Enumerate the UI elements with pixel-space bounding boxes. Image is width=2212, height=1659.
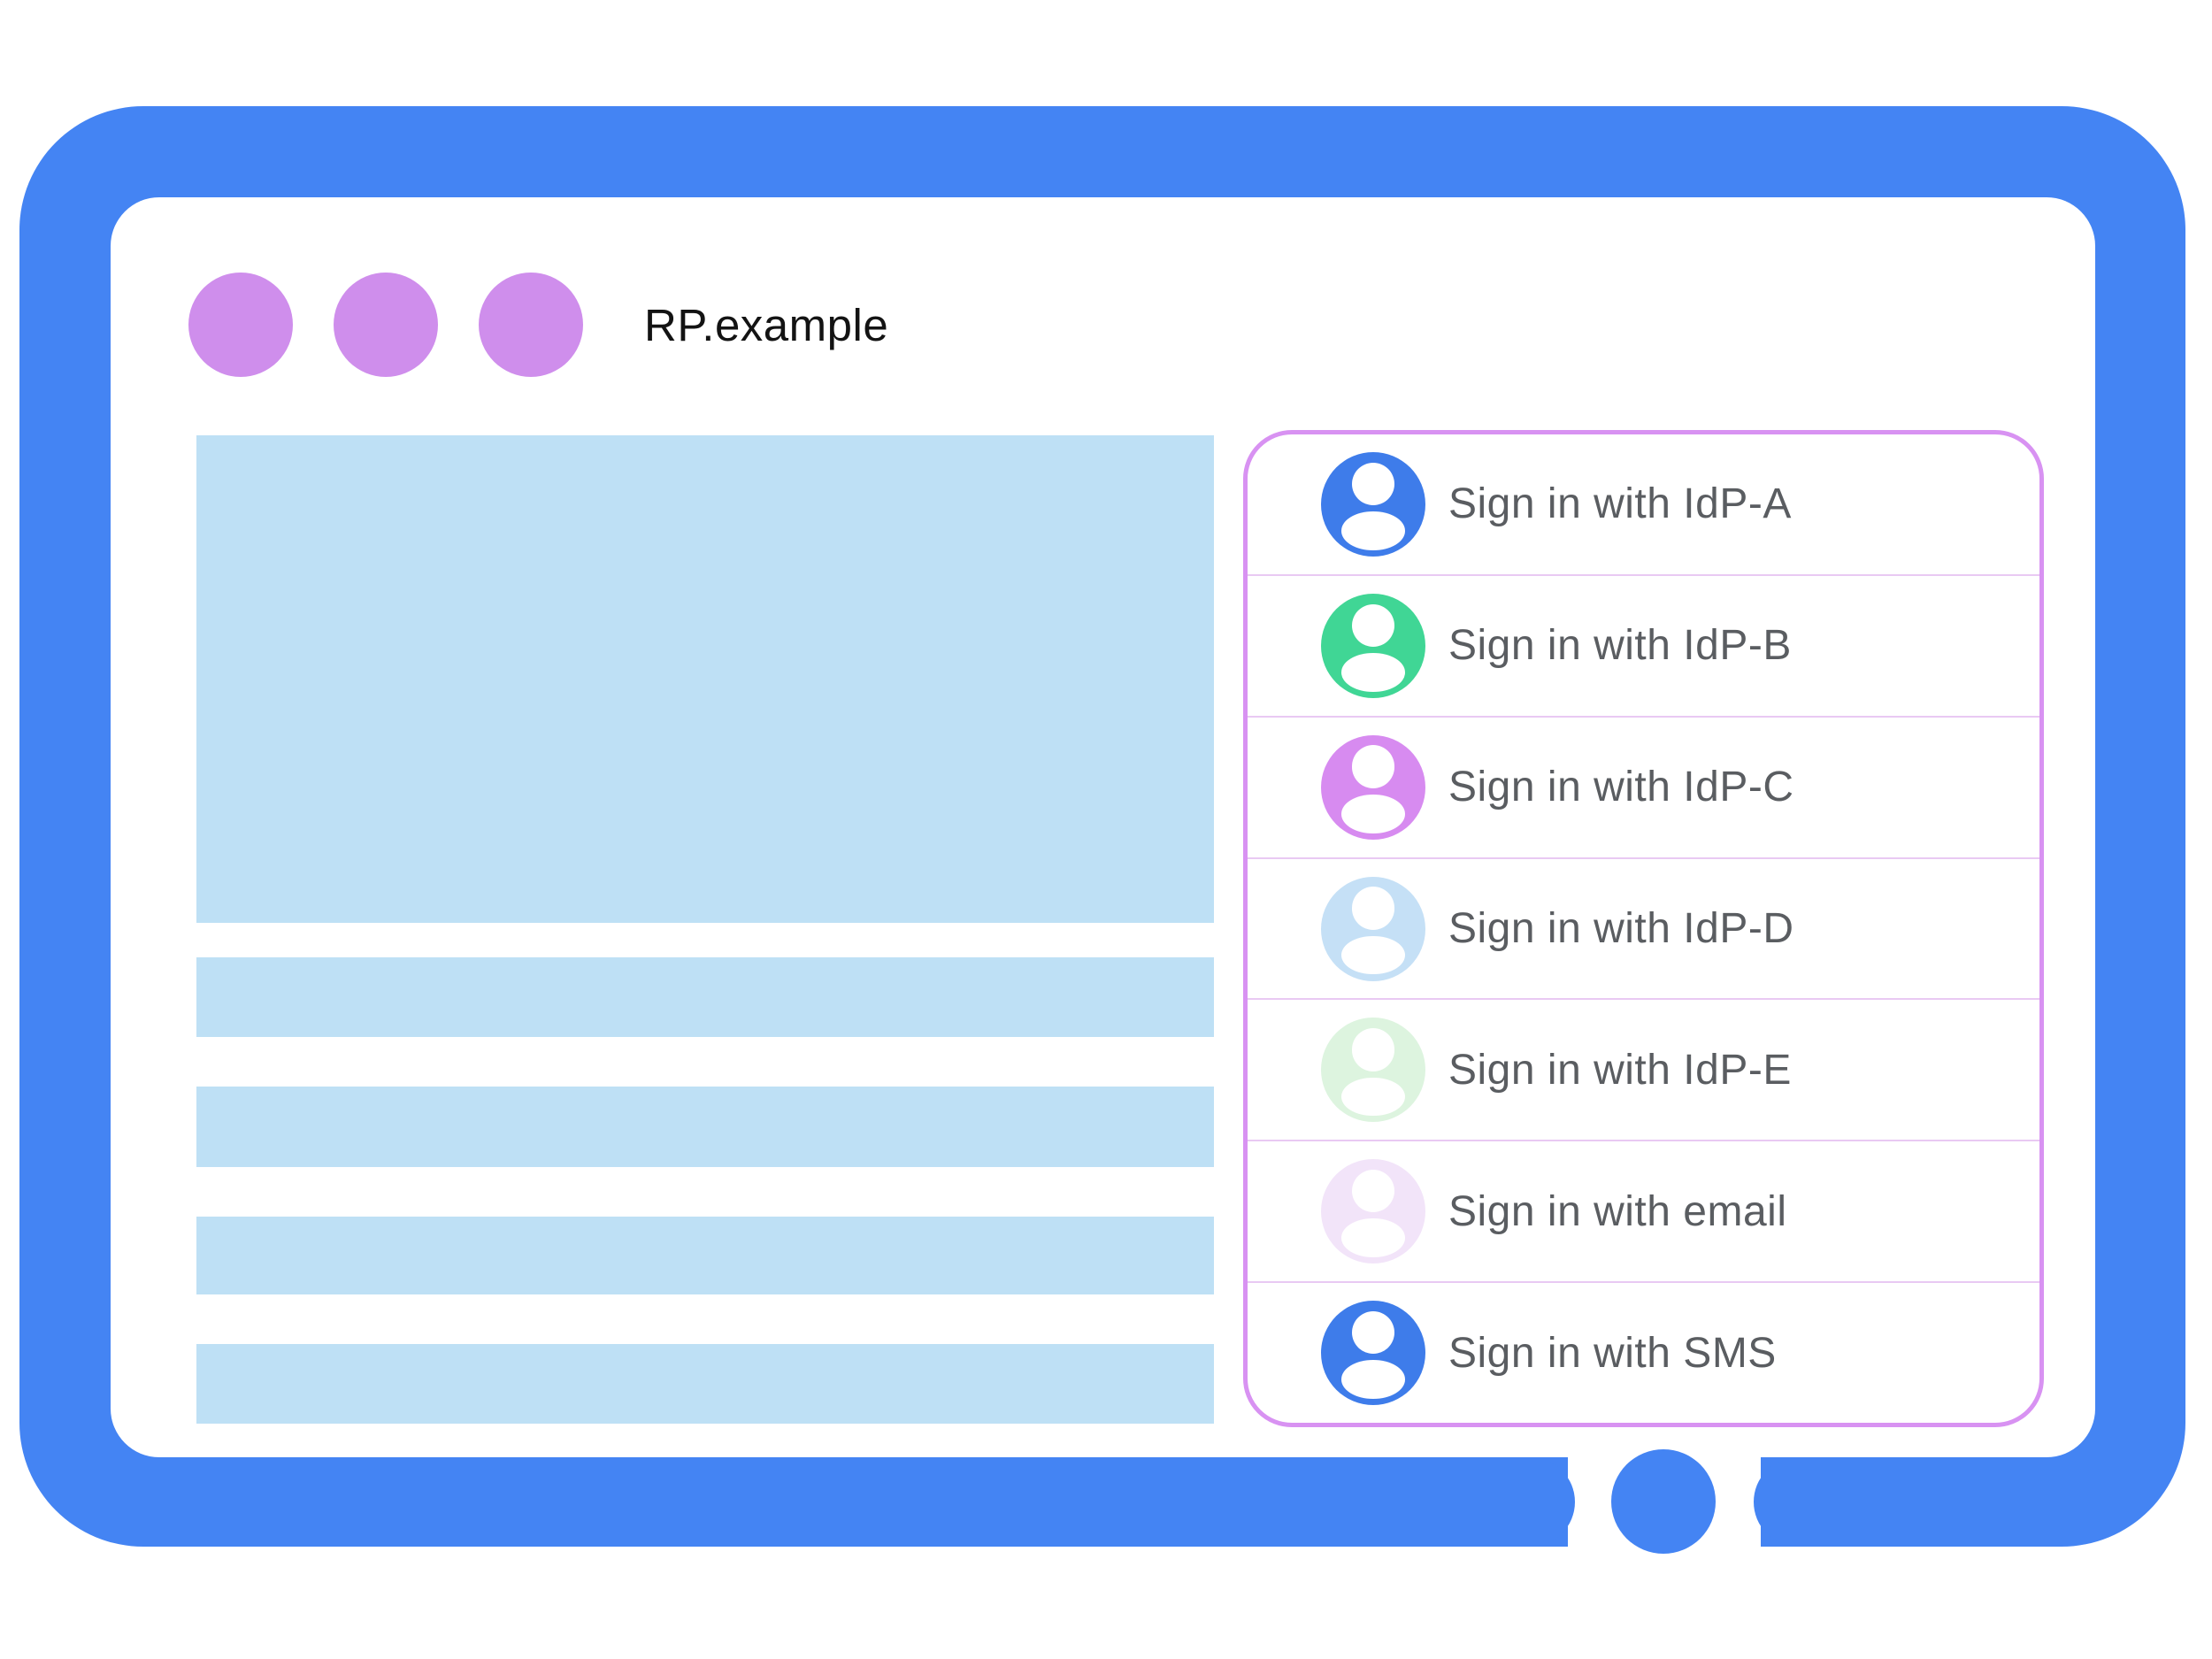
user-avatar-icon xyxy=(1321,734,1425,840)
content-placeholder-hero xyxy=(196,435,1214,923)
signin-option-label: Sign in with email xyxy=(1448,1187,1787,1235)
avatar-torso xyxy=(1341,1218,1405,1258)
bezel-left-segment-end xyxy=(1495,1457,1575,1547)
signin-option-label: Sign in with SMS xyxy=(1448,1329,1777,1377)
avatar-head xyxy=(1351,1310,1395,1355)
page-title: RP.example xyxy=(644,299,889,350)
window-control-dot-1[interactable] xyxy=(188,273,293,377)
user-avatar-icon xyxy=(1321,876,1425,981)
avatar-head xyxy=(1351,745,1395,788)
avatar-torso xyxy=(1341,794,1405,833)
signin-option-idp-c[interactable]: Sign in with IdP-C xyxy=(1248,718,2039,859)
bezel-right-segment-end xyxy=(1754,1457,1833,1547)
signin-option-label: Sign in with IdP-A xyxy=(1448,480,1792,528)
signin-chooser-panel: Sign in with IdP-A Sign in with IdP-B Si… xyxy=(1243,430,2044,1427)
signin-option-email[interactable]: Sign in with email xyxy=(1248,1141,2039,1284)
user-avatar-icon xyxy=(1321,1159,1425,1264)
user-avatar-icon xyxy=(1321,1018,1425,1123)
avatar-torso xyxy=(1341,935,1405,975)
signin-option-idp-b[interactable]: Sign in with IdP-B xyxy=(1248,576,2039,718)
signin-option-idp-e[interactable]: Sign in with IdP-E xyxy=(1248,1000,2039,1142)
avatar-head xyxy=(1351,887,1395,930)
signin-option-label: Sign in with IdP-B xyxy=(1448,622,1792,670)
signin-option-label: Sign in with IdP-D xyxy=(1448,905,1794,952)
avatar-head xyxy=(1351,1170,1395,1213)
content-placeholder-bar-2 xyxy=(196,1087,1214,1167)
signin-option-label: Sign in with IdP-E xyxy=(1448,1046,1792,1094)
content-placeholder-bar-1 xyxy=(196,957,1214,1037)
content-placeholder-bar-3 xyxy=(196,1217,1214,1294)
user-avatar-icon xyxy=(1321,593,1425,698)
user-avatar-icon xyxy=(1321,451,1425,557)
avatar-torso xyxy=(1341,511,1405,550)
user-avatar-icon xyxy=(1321,1301,1425,1406)
signin-option-label: Sign in with IdP-C xyxy=(1448,764,1794,811)
avatar-head xyxy=(1351,1028,1395,1071)
signin-option-idp-a[interactable]: Sign in with IdP-A xyxy=(1248,434,2039,576)
signin-option-sms[interactable]: Sign in with SMS xyxy=(1248,1283,2039,1423)
home-button[interactable] xyxy=(1611,1449,1716,1554)
avatar-torso xyxy=(1341,1360,1405,1399)
avatar-head xyxy=(1351,603,1395,647)
window-control-dot-2[interactable] xyxy=(334,273,438,377)
avatar-torso xyxy=(1341,1077,1405,1117)
avatar-torso xyxy=(1341,653,1405,692)
signin-option-idp-d[interactable]: Sign in with IdP-D xyxy=(1248,859,2039,1001)
content-placeholder-bar-4 xyxy=(196,1344,1214,1424)
avatar-head xyxy=(1351,462,1395,506)
window-control-dot-3[interactable] xyxy=(479,273,583,377)
